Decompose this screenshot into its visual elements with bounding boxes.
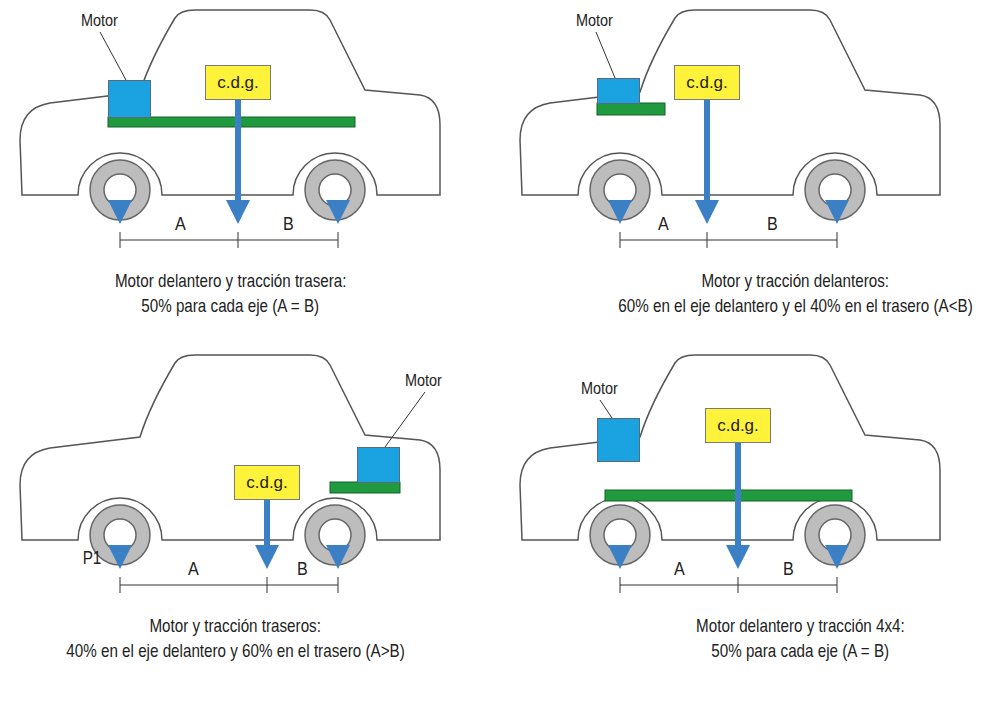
cdg-label: c.d.g. [217, 73, 259, 93]
caption-line: Motor y tracción delanteros: [701, 270, 889, 292]
engine-label: Motor [576, 11, 613, 31]
engine-label: Motor [581, 379, 618, 399]
dimension-label: B [766, 213, 777, 235]
dimension-label: B [782, 558, 793, 580]
center-of-gravity-box: c.d.g. [705, 408, 771, 443]
caption-line: Motor y tracción traseros: [149, 615, 320, 637]
dimension-label: A [187, 558, 198, 580]
center-of-gravity-box: c.d.g. [674, 65, 740, 100]
caption-line: 40% en el eje delantero y 60% en el tras… [66, 640, 404, 662]
dimension-label: B [282, 213, 293, 235]
center-of-gravity-box: c.d.g. [234, 465, 300, 500]
dimension-label: A [174, 213, 185, 235]
engine-box: Motor [597, 78, 640, 104]
engine-box: Motor [357, 447, 400, 483]
dimension-label: A [657, 213, 668, 235]
caption-line: 60% en el eje delantero y el 40% en el t… [618, 295, 972, 317]
leader-line [100, 32, 615, 447]
caption-line: Motor delantero y tracción 4x4: [696, 615, 905, 637]
engine-box: Motor [597, 418, 640, 462]
caption-line: Motor delantero y tracción trasera: [114, 270, 345, 292]
car-body [20, 355, 440, 565]
car-body [520, 10, 940, 220]
caption-line: 50% para cada eje (A = B) [141, 295, 319, 317]
caption-line: 50% para cada eje (A = B) [711, 640, 889, 662]
car-body [20, 10, 440, 220]
dimension-label: B [296, 558, 307, 580]
car-body [520, 355, 940, 565]
dimension-label: A [673, 558, 684, 580]
dimension-label: P1 [83, 548, 102, 569]
center-of-gravity-box: c.d.g. [205, 65, 271, 100]
cdg-label: c.d.g. [717, 416, 759, 436]
cdg-label: c.d.g. [246, 473, 288, 493]
load-arrow [120, 100, 837, 557]
engine-label: Motor [81, 11, 118, 31]
engine-label: Motor [405, 371, 442, 391]
cdg-label: c.d.g. [686, 73, 728, 93]
engine-box: Motor [108, 80, 151, 118]
